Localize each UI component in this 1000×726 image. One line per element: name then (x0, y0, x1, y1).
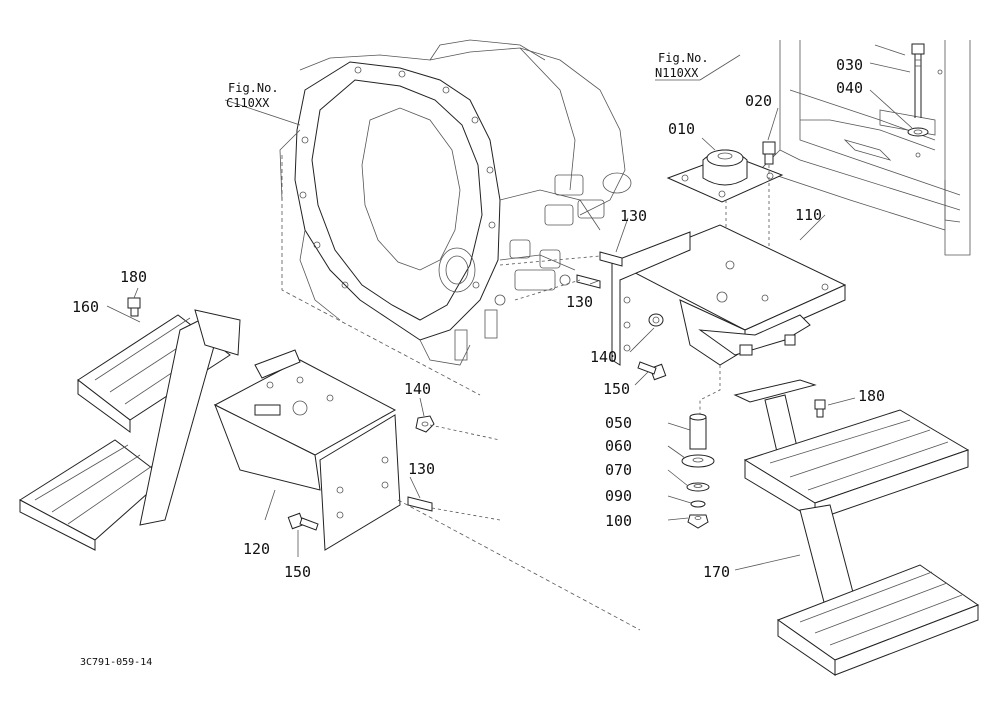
fig-ref-code[interactable]: N110XX (655, 66, 699, 80)
bolt-150-right (637, 361, 667, 381)
bracket-110 (611, 224, 847, 366)
washer-040 (907, 127, 929, 137)
part-label-180-right[interactable]: 180 (858, 387, 885, 405)
transmission-housing (279, 39, 632, 366)
drawing-code: 3C791-059-14 (80, 657, 152, 668)
part-label-170[interactable]: 170 (703, 563, 730, 581)
step-170 (733, 379, 980, 676)
part-label-180-left[interactable]: 180 (120, 268, 147, 286)
bracket-120 (213, 349, 401, 551)
stud-130-upper (576, 251, 623, 289)
part-label-020[interactable]: 020 (745, 92, 772, 110)
part-label-130-left[interactable]: 130 (408, 460, 435, 478)
spring-washer-090 (690, 500, 706, 508)
stud-130-left (407, 496, 433, 512)
washer-070 (686, 482, 710, 492)
leader-lines (106, 54, 913, 631)
step-160 (19, 309, 241, 551)
part-label-040[interactable]: 040 (836, 79, 863, 97)
part-label-110[interactable]: 110 (795, 206, 822, 224)
collar-050 (689, 413, 707, 450)
fig-ref-label: Fig.No. (658, 51, 709, 65)
rubber-mount-010 (666, 149, 784, 203)
part-label-010[interactable]: 010 (668, 120, 695, 138)
part-label-030[interactable]: 030 (836, 56, 863, 74)
part-label-130-upper[interactable]: 130 (620, 207, 647, 225)
part-label-090[interactable]: 090 (605, 487, 632, 505)
nut-140-left (415, 415, 435, 433)
bolt-150-left (287, 512, 319, 531)
part-label-150-right[interactable]: 150 (603, 380, 630, 398)
bolt-180-right (814, 399, 826, 418)
part-label-140-left[interactable]: 140 (404, 380, 431, 398)
nut-140-right (648, 313, 664, 327)
bolt-180-left (127, 297, 141, 317)
part-label-050[interactable]: 050 (605, 414, 632, 432)
part-label-070[interactable]: 070 (605, 461, 632, 479)
nut-100 (687, 514, 709, 529)
part-label-060[interactable]: 060 (605, 437, 632, 455)
part-label-150-left[interactable]: 150 (284, 563, 311, 581)
figure-reference-c110xx[interactable]: Fig.No. C110XX (226, 81, 279, 110)
part-label-120[interactable]: 120 (243, 540, 270, 558)
part-label-100[interactable]: 100 (605, 512, 632, 530)
fig-ref-code[interactable]: C110XX (226, 96, 270, 110)
washer-060 (681, 454, 715, 468)
frame-structure (759, 40, 971, 256)
part-label-140-right[interactable]: 140 (590, 348, 617, 366)
bolt-020 (762, 141, 776, 165)
bolt-030 (911, 43, 925, 118)
fig-ref-label: Fig.No. (228, 81, 279, 95)
part-label-160[interactable]: 160 (72, 298, 99, 316)
figure-reference-n110xx[interactable]: Fig.No. N110XX (655, 51, 709, 80)
part-label-130-middle[interactable]: 130 (566, 293, 593, 311)
